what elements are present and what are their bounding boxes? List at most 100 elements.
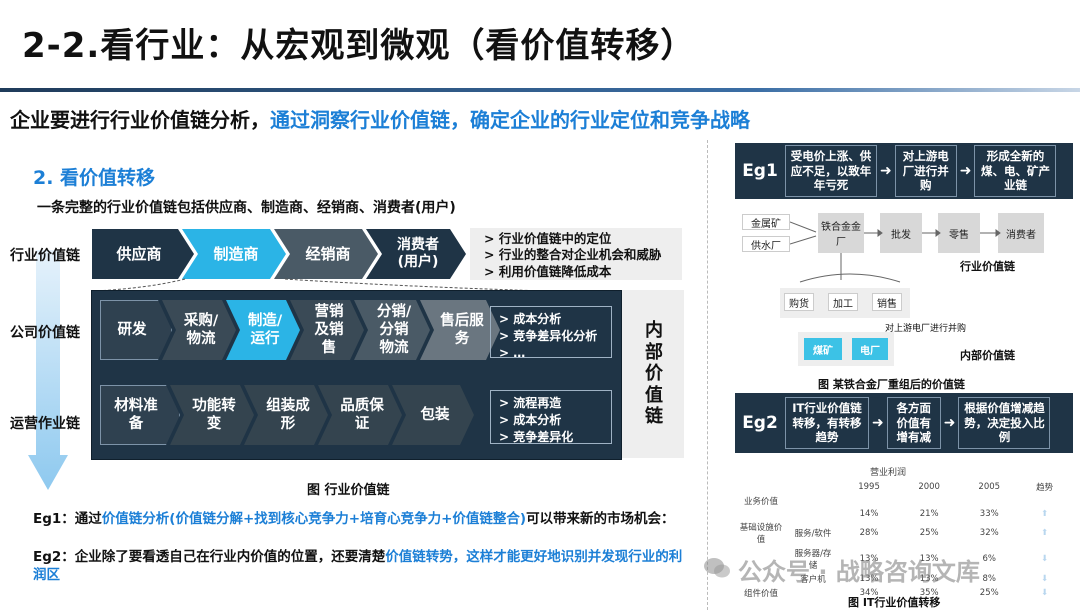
- subtitle-plain: 企业要进行行业价值链分析，: [10, 108, 270, 132]
- company-notes: > 成本分析 > 竞争差异化分析 > …: [490, 306, 612, 360]
- ops-step: 品质保证: [318, 385, 402, 445]
- chain-box: 铁合金金厂: [818, 213, 864, 253]
- table-row: 服务器/存储 13% 13% 6% ⬇: [735, 546, 1070, 572]
- industry-notes: > 行业价值链中的定位 > 行业的整合对企业机会和威胁 > 利用价值链降低成本: [484, 231, 661, 280]
- table-cell: 13%: [919, 554, 939, 564]
- company-note: > 成本分析: [499, 312, 562, 326]
- ops-notes: > 流程再造 > 成本分析 > 竞争差异化: [490, 390, 612, 444]
- column-header: 2005: [978, 482, 1001, 492]
- ops-note: > 流程再造: [499, 396, 562, 410]
- upstream-box: 煤矿: [804, 338, 842, 360]
- internal-chain-label: 内部价值链: [645, 320, 663, 428]
- diagram1-note: 对上游电厂进行并购: [885, 324, 967, 334]
- table-cell: 13%: [919, 574, 939, 584]
- eg1-tail: 可以带来新的市场机会：: [526, 511, 675, 527]
- eg1-banner-seg: 对上游电厂进行并购: [894, 144, 957, 198]
- chain-box: 消费者: [998, 213, 1044, 253]
- table-cell: 25%: [979, 588, 999, 598]
- chain-box: 批发: [880, 213, 922, 253]
- table-cell: 25%: [919, 528, 939, 538]
- label-industry-chain: 行业价值链: [10, 248, 80, 264]
- ops-step: 材料准备: [100, 385, 180, 445]
- eg2-banner-seg: 根据价值增减趋势，决定投入比例: [958, 396, 1051, 450]
- diagram1-connectors: [790, 221, 1001, 283]
- table-row: 组件价值 34% 35% 25% ⬇: [735, 586, 1070, 600]
- row-sub: 客户机: [800, 575, 826, 585]
- company-step: 营销及销售: [290, 300, 364, 360]
- company-step: 制造/运行: [226, 300, 300, 360]
- eg2-banner: Eg2 IT行业价值链转移，有转移趋势 ➜ 各方面价值有增有减 ➜ 根据价值增减…: [735, 393, 1073, 453]
- diagram1-industry-label: 行业价值链: [960, 260, 1015, 273]
- table-cell: 14%: [859, 509, 879, 519]
- input-box: 供水厂: [742, 236, 790, 252]
- subtitle-highlight: 通过洞察行业价值链，确定企业的行业定位和竞争战略: [270, 108, 750, 132]
- industry-note: > 利用价值链降低成本: [484, 263, 612, 279]
- label-operations-chain: 运营作业链: [10, 416, 80, 432]
- internal-label-panel: [622, 290, 684, 458]
- arrow-right-icon: ➜: [880, 163, 892, 179]
- eg2-highlight: 价值链转势，这样才能更好地识别并发现行业的利润区: [33, 549, 683, 584]
- company-chain: 研发 采购/物流 制造/运行 营销及销售 分销/分销物流 售后服务: [100, 300, 490, 360]
- table-cell: 35%: [919, 588, 939, 598]
- chain-step-manufacturer: 制造商: [182, 229, 286, 279]
- industry-note: > 行业的整合对企业机会和威胁: [484, 247, 662, 263]
- eg1-banner-label: Eg1: [742, 161, 778, 181]
- subtitle: 企业要进行行业价值链分析，通过洞察行业价值链，确定企业的行业定位和竞争战略: [10, 104, 750, 133]
- chain-step-distributor: 经销商: [274, 229, 378, 279]
- table-row: 基础设施价值 服务/软件 28% 25% 32% ⬆: [735, 520, 1070, 546]
- down-arrow-icon: ⬇: [1041, 588, 1049, 598]
- eg1-banner: Eg1 受电价上涨、供应不足，以致年年亏死 ➜ 对上游电厂进行并购 ➜ 形成全新…: [735, 143, 1073, 199]
- row-group: 组件价值: [743, 589, 778, 599]
- row-group: 基础设施价值: [739, 523, 783, 545]
- table-cell: 21%: [919, 509, 939, 519]
- ops-step: 功能转变: [170, 385, 254, 445]
- company-step: 研发: [100, 300, 172, 360]
- eg1-label: Eg1：通过: [33, 511, 102, 527]
- it-table-title: 营业利润: [870, 468, 907, 478]
- row-group: 业务价值: [743, 497, 778, 507]
- input-box: 金属矿: [742, 214, 790, 230]
- column-header: 1995: [858, 482, 880, 492]
- arrow-right-icon: ➜: [943, 415, 956, 431]
- down-arrow-icon: ⬇: [1041, 554, 1049, 564]
- table-cell: 13%: [859, 554, 879, 564]
- table-header-row: 1995 2000 2005 趋势: [735, 480, 1070, 494]
- row-sub: 服务/软件: [794, 529, 832, 539]
- diagram1-caption: 图 某铁合金厂重组后的价值链: [818, 378, 965, 391]
- it-table-caption: 图 IT行业价值转移: [848, 596, 941, 609]
- down-arrow-icon: ⬇: [1041, 574, 1049, 584]
- table-cell: 13%: [859, 574, 879, 584]
- table-cell: 32%: [979, 528, 999, 538]
- chain-step-consumer: 消费者(用户): [366, 229, 466, 279]
- table-row: 14% 21% 33% ⬆: [735, 508, 1070, 520]
- eg2-banner-label: Eg2: [742, 413, 778, 433]
- internal-box: 加工: [828, 293, 858, 311]
- table-cell: 6%: [982, 554, 996, 564]
- column-header: 2000: [918, 482, 940, 492]
- up-arrow-icon: ⬆: [1041, 528, 1049, 538]
- eg2-label: Eg2：企业除了要看透自己在行业内价值的位置，还要清楚: [33, 549, 386, 565]
- industry-notes-panel: [470, 228, 682, 280]
- figure-caption: 图 行业价值链: [307, 483, 390, 498]
- eg2-banner-seg: IT行业价值链转移，有转移趋势: [785, 396, 869, 450]
- company-note: > 竞争差异化分析: [499, 328, 598, 343]
- company-step: 采购/物流: [162, 300, 236, 360]
- page-title: 2-2.看行业：从宏观到微观（看价值转移）: [22, 26, 696, 66]
- column-header: 趋势: [1036, 483, 1054, 493]
- eg2-text: Eg2：企业除了要看透自己在行业内价值的位置，还要清楚价值链转势，这样才能更好地…: [33, 548, 683, 584]
- section-description: 一条完整的行业价值链包括供应商、制造商、经销商、消费者(用户): [37, 200, 456, 216]
- table-cell: 8%: [982, 574, 996, 584]
- up-arrow-icon: ⬆: [1041, 509, 1049, 519]
- wechat-icon: [702, 553, 732, 583]
- title-divider: [0, 88, 1080, 92]
- table-cell: 33%: [979, 509, 999, 519]
- arrow-right-icon: ➜: [959, 163, 972, 179]
- ops-note: > 成本分析: [499, 412, 562, 427]
- industry-chain: 供应商 制造商 经销商 消费者(用户): [92, 229, 454, 279]
- watermark: 公众号 · 战略咨询文库: [738, 558, 980, 586]
- ops-note: > 竞争差异化: [499, 429, 574, 444]
- it-table: 1995 2000 2005 趋势 业务价值 14% 21% 33% ⬆ 基础设…: [735, 480, 1070, 600]
- down-arrow-icon: [28, 250, 68, 490]
- table-row: 业务价值: [735, 494, 1070, 508]
- diagram1-internal-label: 内部价值链: [960, 349, 1015, 362]
